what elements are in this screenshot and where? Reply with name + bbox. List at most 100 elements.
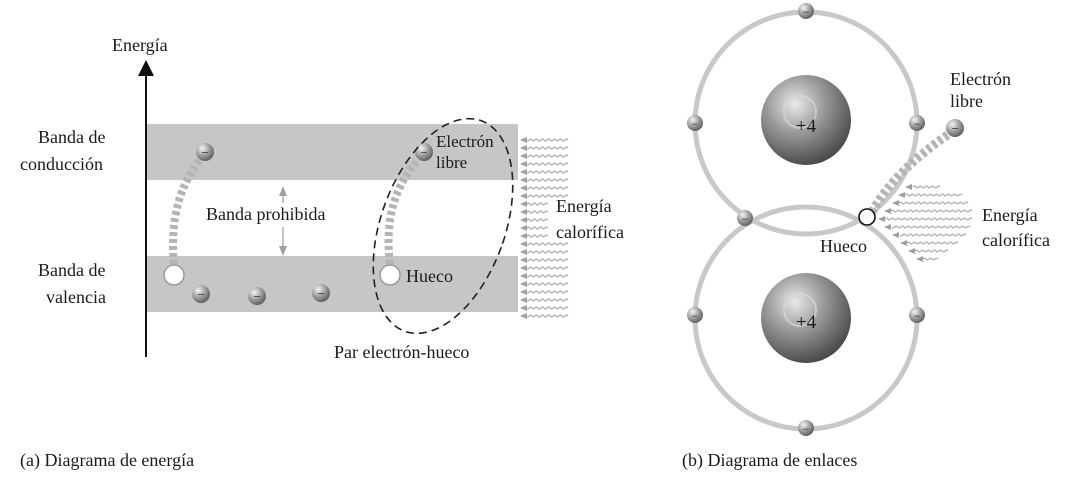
nucleus-bottom	[761, 273, 851, 363]
heat-energy-label-1: Energía	[556, 196, 612, 216]
heat-wave	[525, 138, 569, 142]
heat-arrowhead	[520, 313, 527, 319]
nucleus-bottom-charge: +4	[796, 312, 817, 333]
band-gap-label: Banda prohibida	[206, 204, 325, 224]
heat-wave	[922, 257, 939, 261]
conduction-band-label-1: Banda de	[38, 127, 105, 147]
conduction-electron-left	[196, 143, 214, 161]
heat-wave	[525, 178, 569, 182]
valence-band-label-2: valencia	[46, 287, 106, 307]
hole-right	[379, 264, 401, 286]
heat-arrowhead	[520, 185, 527, 191]
electron-sign: −	[914, 309, 921, 323]
orbit-electron	[798, 3, 814, 19]
heat-wave	[525, 306, 569, 310]
heat-arrowhead	[884, 224, 891, 230]
heat-wave	[890, 209, 973, 213]
heat-wave	[526, 218, 549, 222]
electron-sign: −	[692, 117, 699, 131]
conduction-electron-right	[415, 143, 433, 161]
heat-arrowhead	[520, 273, 527, 279]
heat-wave	[525, 258, 569, 262]
bond-hole-label: Hueco	[820, 236, 867, 256]
electron-sign: −	[253, 289, 260, 304]
electron-sign: −	[951, 121, 958, 136]
valence-electron-1	[192, 285, 210, 303]
free-electron-path	[868, 128, 955, 215]
electron-sign: −	[914, 117, 921, 131]
electron-sign: −	[201, 145, 208, 160]
heat-arrows-energy	[520, 137, 569, 319]
heat-arrowhead	[905, 184, 912, 190]
valence-electron-2	[248, 287, 266, 305]
heat-arrowhead	[520, 161, 527, 167]
heat-wave	[526, 226, 549, 230]
orbit-electrons: − − − − − − −	[687, 3, 925, 436]
heat-wave	[525, 290, 569, 294]
heat-wave	[526, 202, 549, 206]
heat-wave	[525, 146, 569, 150]
bond-diagram: +4 +4 − − − − − − − − Electrón	[682, 3, 1050, 471]
heat-arrowhead	[520, 265, 527, 271]
heat-arrowhead	[884, 208, 891, 214]
heat-wave	[525, 282, 569, 286]
bond-heat-label-2: calorífica	[982, 230, 1050, 250]
heat-wave	[525, 170, 569, 174]
orbit-electron	[737, 210, 753, 226]
heat-arrowhead	[520, 257, 527, 263]
heat-arrowhead	[898, 192, 905, 198]
bond-heat-label-1: Energía	[982, 205, 1038, 225]
nucleus-bottom-highlight	[783, 293, 817, 327]
free-electron-label-1: Electrón	[436, 132, 494, 151]
heat-wave	[525, 314, 569, 318]
heat-arrowhead	[900, 240, 907, 246]
heat-arrowhead	[520, 225, 527, 231]
heat-arrowhead	[520, 289, 527, 295]
heat-arrowhead	[908, 248, 915, 254]
heat-arrowhead	[878, 216, 885, 222]
conduction-band-label-2: conducción	[20, 154, 103, 174]
heat-arrowhead	[520, 297, 527, 303]
orbit-electron	[687, 115, 703, 131]
heat-wave	[906, 241, 959, 245]
heat-arrowhead	[520, 145, 527, 151]
transition-path-left	[169, 157, 204, 265]
heat-arrowhead	[520, 241, 527, 247]
nucleus-top-charge: +4	[796, 116, 817, 137]
orbit-electron	[909, 115, 925, 131]
electron-hole-pair-label: Par electrón-hueco	[334, 342, 469, 362]
heat-wave	[525, 186, 569, 190]
heat-energy-label-2: calorífica	[556, 222, 624, 242]
bond-free-electron-label-1: Electrón	[950, 69, 1011, 89]
electron-sign: −	[420, 145, 427, 160]
caption-bond-diagram: (b) Diagrama de enlaces	[682, 450, 857, 471]
electron-sign: −	[803, 422, 810, 436]
electron-hole-pair-ellipse	[372, 117, 514, 335]
heat-wave	[898, 201, 969, 205]
caption-energy-diagram: (a) Diagrama de energía	[20, 450, 194, 471]
electron-sign: −	[803, 5, 810, 19]
hole-left	[163, 264, 185, 286]
heat-wave	[526, 210, 549, 214]
heat-arrowhead	[520, 153, 527, 159]
hole-label: Hueco	[406, 266, 453, 286]
heat-wave	[884, 217, 973, 221]
heat-arrowhead	[520, 305, 527, 311]
electron-sign: −	[197, 287, 204, 302]
free-electron-label-2: libre	[436, 153, 467, 172]
heat-arrows-bond	[878, 184, 973, 262]
heat-arrowhead	[520, 177, 527, 183]
heat-wave	[525, 298, 569, 302]
heat-arrowhead	[520, 249, 527, 255]
heat-wave	[904, 193, 963, 197]
energy-axis-label: Energía	[112, 35, 168, 55]
valence-band	[146, 256, 518, 312]
free-electron	[946, 119, 964, 137]
energy-diagram: Energía Banda de conducción Banda de val…	[20, 35, 624, 471]
heat-arrowhead	[520, 201, 527, 207]
heat-wave	[912, 185, 941, 189]
heat-wave	[891, 225, 971, 229]
heat-wave	[525, 162, 569, 166]
nucleus-top-highlight	[783, 95, 817, 129]
